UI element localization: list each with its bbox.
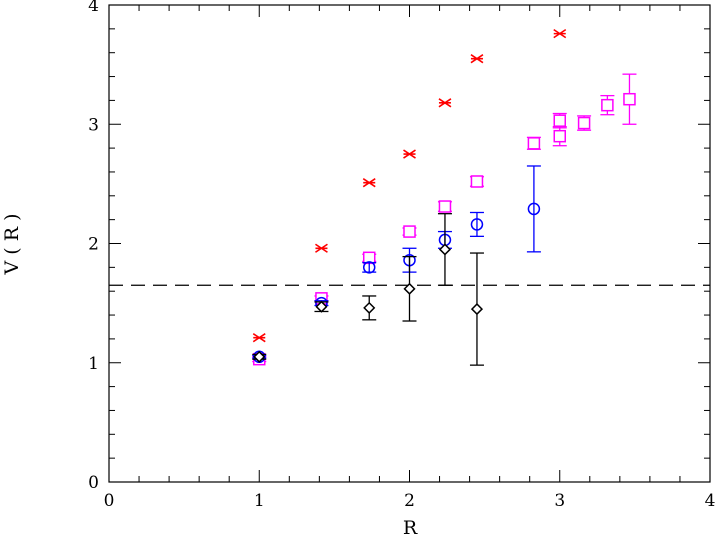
square-marker (601, 98, 614, 112)
circle-marker (362, 261, 376, 274)
diamond-marker (438, 243, 452, 256)
x-tick-label: 4 (705, 491, 716, 511)
x-tick-label: 1 (254, 491, 265, 511)
square-marker (553, 129, 566, 143)
data-point-asterisk (252, 333, 266, 343)
square-marker (623, 92, 636, 106)
square-marker (438, 200, 452, 213)
asterisk-marker (438, 98, 452, 108)
data-point-diamond (437, 213, 452, 286)
data-point-square (526, 136, 541, 150)
data-point-asterisk (470, 53, 484, 64)
data-point-square (552, 125, 567, 147)
y-tick-label: 2 (88, 235, 99, 255)
x-tick-label: 3 (554, 491, 565, 511)
data-point-square (622, 73, 637, 125)
asterisk-marker (252, 333, 266, 343)
diamond-marker (403, 282, 416, 295)
data-point-circle (362, 261, 377, 274)
y-tick-label: 4 (88, 0, 99, 16)
data-point-square (437, 200, 452, 213)
square-marker (470, 175, 484, 188)
square-marker (553, 114, 566, 127)
y-axis-label: V ( R ) (1, 214, 23, 276)
circle-marker (470, 218, 484, 231)
data-point-diamond (314, 300, 329, 313)
circle-marker (527, 202, 541, 216)
asterisk-marker (362, 178, 376, 188)
diamond-marker (470, 303, 484, 316)
data-marks (252, 28, 637, 366)
data-point-diamond (362, 295, 377, 321)
data-point-diamond (252, 350, 267, 363)
data-point-asterisk (403, 149, 416, 159)
series-asterisk (252, 28, 567, 343)
plot-frame (108, 4, 711, 483)
data-point-asterisk (553, 28, 567, 39)
data-point-diamond (469, 252, 484, 366)
data-point-asterisk (438, 98, 452, 108)
series-circle (252, 165, 541, 364)
x-axis-label: R (403, 517, 418, 539)
data-point-square (402, 225, 417, 238)
asterisk-marker (553, 28, 567, 39)
asterisk-marker (470, 53, 484, 64)
data-point-circle (526, 165, 541, 253)
asterisk-marker (403, 149, 416, 159)
square-marker (527, 137, 541, 150)
data-point-asterisk (362, 178, 376, 188)
x-tick-label: 0 (104, 491, 115, 511)
square-marker (577, 116, 591, 130)
plot-axes (108, 4, 711, 483)
data-point-diamond (402, 255, 417, 322)
data-point-square (600, 94, 615, 116)
diamond-marker (363, 301, 376, 314)
data-point-asterisk (315, 243, 328, 253)
data-point-square (469, 175, 484, 188)
y-tick-label: 0 (88, 473, 99, 493)
square-marker (403, 225, 416, 238)
y-tick-label: 1 (88, 354, 99, 374)
series-diamond (252, 213, 484, 366)
diamond-marker (315, 300, 328, 313)
y-tick-label: 3 (88, 115, 99, 135)
asterisk-marker (315, 243, 328, 253)
axis-ticks: 0 1 2 3 4 0 1 2 3 4 (88, 0, 715, 511)
data-point-square (577, 115, 592, 131)
x-tick-label: 2 (404, 491, 415, 511)
data-point-square (552, 112, 567, 129)
axis-labels: R V ( R ) (1, 214, 418, 539)
diamond-marker (253, 350, 266, 363)
data-point-circle (469, 211, 484, 237)
